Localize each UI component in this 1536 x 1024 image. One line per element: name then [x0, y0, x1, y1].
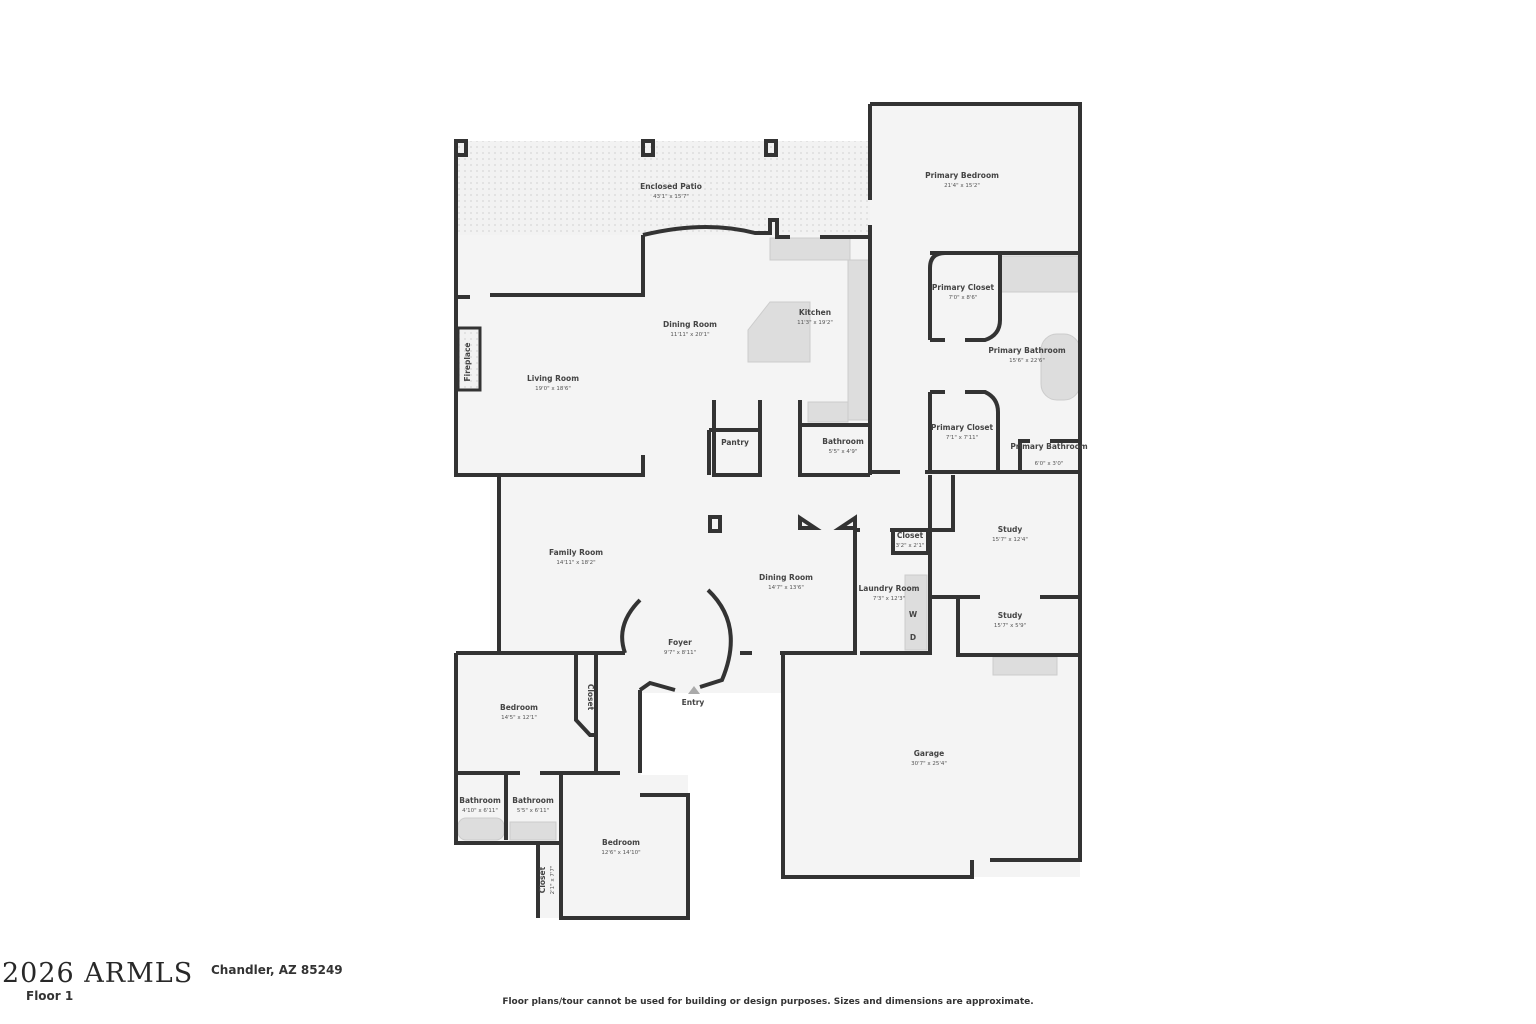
- walls: [454, 102, 1082, 920]
- room-dimensions: 3'2" x 2'1": [896, 543, 925, 549]
- room-label: Bedroom 14'5" x 12'1": [500, 703, 538, 721]
- room-label: Bedroom 12'6" x 14'10": [601, 838, 640, 856]
- room-label: Primary Closet 7'0" x 8'6": [932, 283, 995, 301]
- room-dimensions: 15'7" x 5'9": [994, 623, 1026, 629]
- room-label: Study 15'7" x 12'4": [992, 525, 1028, 543]
- room-label: Bathroom 4'10" x 6'11": [459, 796, 501, 814]
- room-label: Foyer 9'7" x 8'11": [664, 638, 696, 656]
- room-label: Closet 3'2" x 2'1": [896, 531, 925, 549]
- room-dimensions: 11'3" x 19'2": [797, 320, 833, 326]
- center-floor: [499, 475, 1080, 655]
- svg-text:Fireplace: Fireplace: [463, 342, 472, 381]
- room-name: Primary Bathroom: [1010, 442, 1088, 451]
- room-name: Foyer: [668, 638, 692, 647]
- room-dimensions: 14'7" x 13'6": [768, 585, 804, 591]
- room-name: Study: [998, 611, 1023, 620]
- room-label: Pantry: [721, 438, 749, 447]
- room-dimensions: 11'11" x 20'1": [670, 332, 709, 338]
- room-dimensions: 43'1" x 15'7": [653, 194, 689, 200]
- room-dimensions: 21'4" x 15'2": [944, 183, 980, 189]
- room-name: Bathroom: [512, 796, 554, 805]
- floor-label: Floor 1: [26, 989, 74, 1003]
- room-dimensions: 14'5" x 12'1": [501, 715, 537, 721]
- room-label: Kitchen 11'3" x 19'2": [797, 308, 833, 326]
- room-dimensions: 15'7" x 12'4": [992, 537, 1028, 543]
- room-label: Study 15'7" x 5'9": [994, 611, 1026, 629]
- entry-arrow-icon: [688, 686, 700, 694]
- entry-label: Entry: [682, 698, 705, 707]
- room-label: Primary Closet 7'1" x 7'11": [931, 423, 994, 441]
- fixtures: [457, 237, 1081, 841]
- room-name: Family Room: [549, 548, 603, 557]
- room-name: Living Room: [527, 374, 579, 383]
- room-label: Living Room 19'0" x 18'6": [527, 374, 579, 392]
- dryer-label: D: [910, 633, 916, 642]
- room-label: Bathroom 5'5" x 4'9": [822, 437, 864, 455]
- room-labels: Enclosed Patio 43'1" x 15'7" Primary Bedro…: [459, 171, 1088, 894]
- room-dimensions: 7'1" x 7'11": [946, 435, 978, 441]
- room-label: Family Room 14'11" x 18'2": [549, 548, 603, 566]
- room-name: Dining Room: [759, 573, 813, 582]
- room-name: Bathroom: [822, 437, 864, 446]
- room-label: Bathroom 5'5" x 6'11": [512, 796, 554, 814]
- room-dimensions: 14'11" x 18'2": [556, 560, 595, 566]
- room-name: Laundry Room: [859, 584, 920, 593]
- garage-floor: [783, 655, 1080, 877]
- room-dimensions: 5'5" x 4'9": [829, 449, 858, 455]
- room-dimensions: 6'0" x 3'0": [1035, 461, 1064, 467]
- room-dimensions: 15'6" x 22'6": [1009, 358, 1045, 364]
- room-name: Primary Closet: [931, 423, 994, 432]
- room-name: Garage: [914, 749, 944, 758]
- room-dimensions: 2'1" x 7'7": [550, 866, 556, 895]
- room-name: Pantry: [721, 438, 749, 447]
- room-dimensions: 9'7" x 8'11": [664, 650, 696, 656]
- disclaimer: Floor plans/tour cannot be used for buil…: [502, 997, 1034, 1007]
- room-name: Bathroom: [459, 796, 501, 805]
- room-label: Enclosed Patio 43'1" x 15'7": [640, 182, 702, 200]
- room-dimensions: 7'3" x 12'3": [873, 596, 905, 602]
- room-dimensions: 4'10" x 6'11": [462, 808, 498, 814]
- room-name: Closet: [538, 866, 547, 893]
- room-label: Dining Room 14'7" x 13'6": [759, 573, 813, 591]
- room-name: Primary Closet: [932, 283, 995, 292]
- room-dimensions: 12'6" x 14'10": [601, 850, 640, 856]
- fireplace: Fireplace: [456, 326, 482, 392]
- room-dimensions: 19'0" x 18'6": [535, 386, 571, 392]
- room-name: Kitchen: [799, 308, 831, 317]
- room-name: Bedroom: [602, 838, 640, 847]
- address: Chandler, AZ 85249: [211, 963, 343, 977]
- room-label: Primary Bedroom 21'4" x 15'2": [925, 171, 999, 189]
- room-label: Dining Room 11'11" x 20'1": [663, 320, 717, 338]
- room-dimensions: 5'5" x 6'11": [517, 808, 549, 814]
- room-name: Primary Bedroom: [925, 171, 999, 180]
- room-label: Garage 30'7" x 25'4": [911, 749, 947, 767]
- room-label: Primary Bathroom 6'0" x 3'0": [1010, 442, 1088, 467]
- room-name: Primary Bathroom: [988, 346, 1066, 355]
- room-name: Study: [998, 525, 1023, 534]
- room-name: Dining Room: [663, 320, 717, 329]
- watermark: 2026 ARMLS: [2, 958, 194, 989]
- room-dimensions: 7'0" x 8'6": [949, 295, 978, 301]
- room-name: Bedroom: [500, 703, 538, 712]
- room-dimensions: 30'7" x 25'4": [911, 761, 947, 767]
- closet-label: Closet: [586, 684, 595, 711]
- room-label: Laundry Room 7'3" x 12'3": [859, 584, 920, 602]
- washer-label: W: [909, 610, 918, 619]
- room-label: Primary Bathroom 15'6" x 22'6": [988, 346, 1066, 364]
- room-name: Enclosed Patio: [640, 182, 702, 191]
- room-name: Closet: [897, 531, 924, 540]
